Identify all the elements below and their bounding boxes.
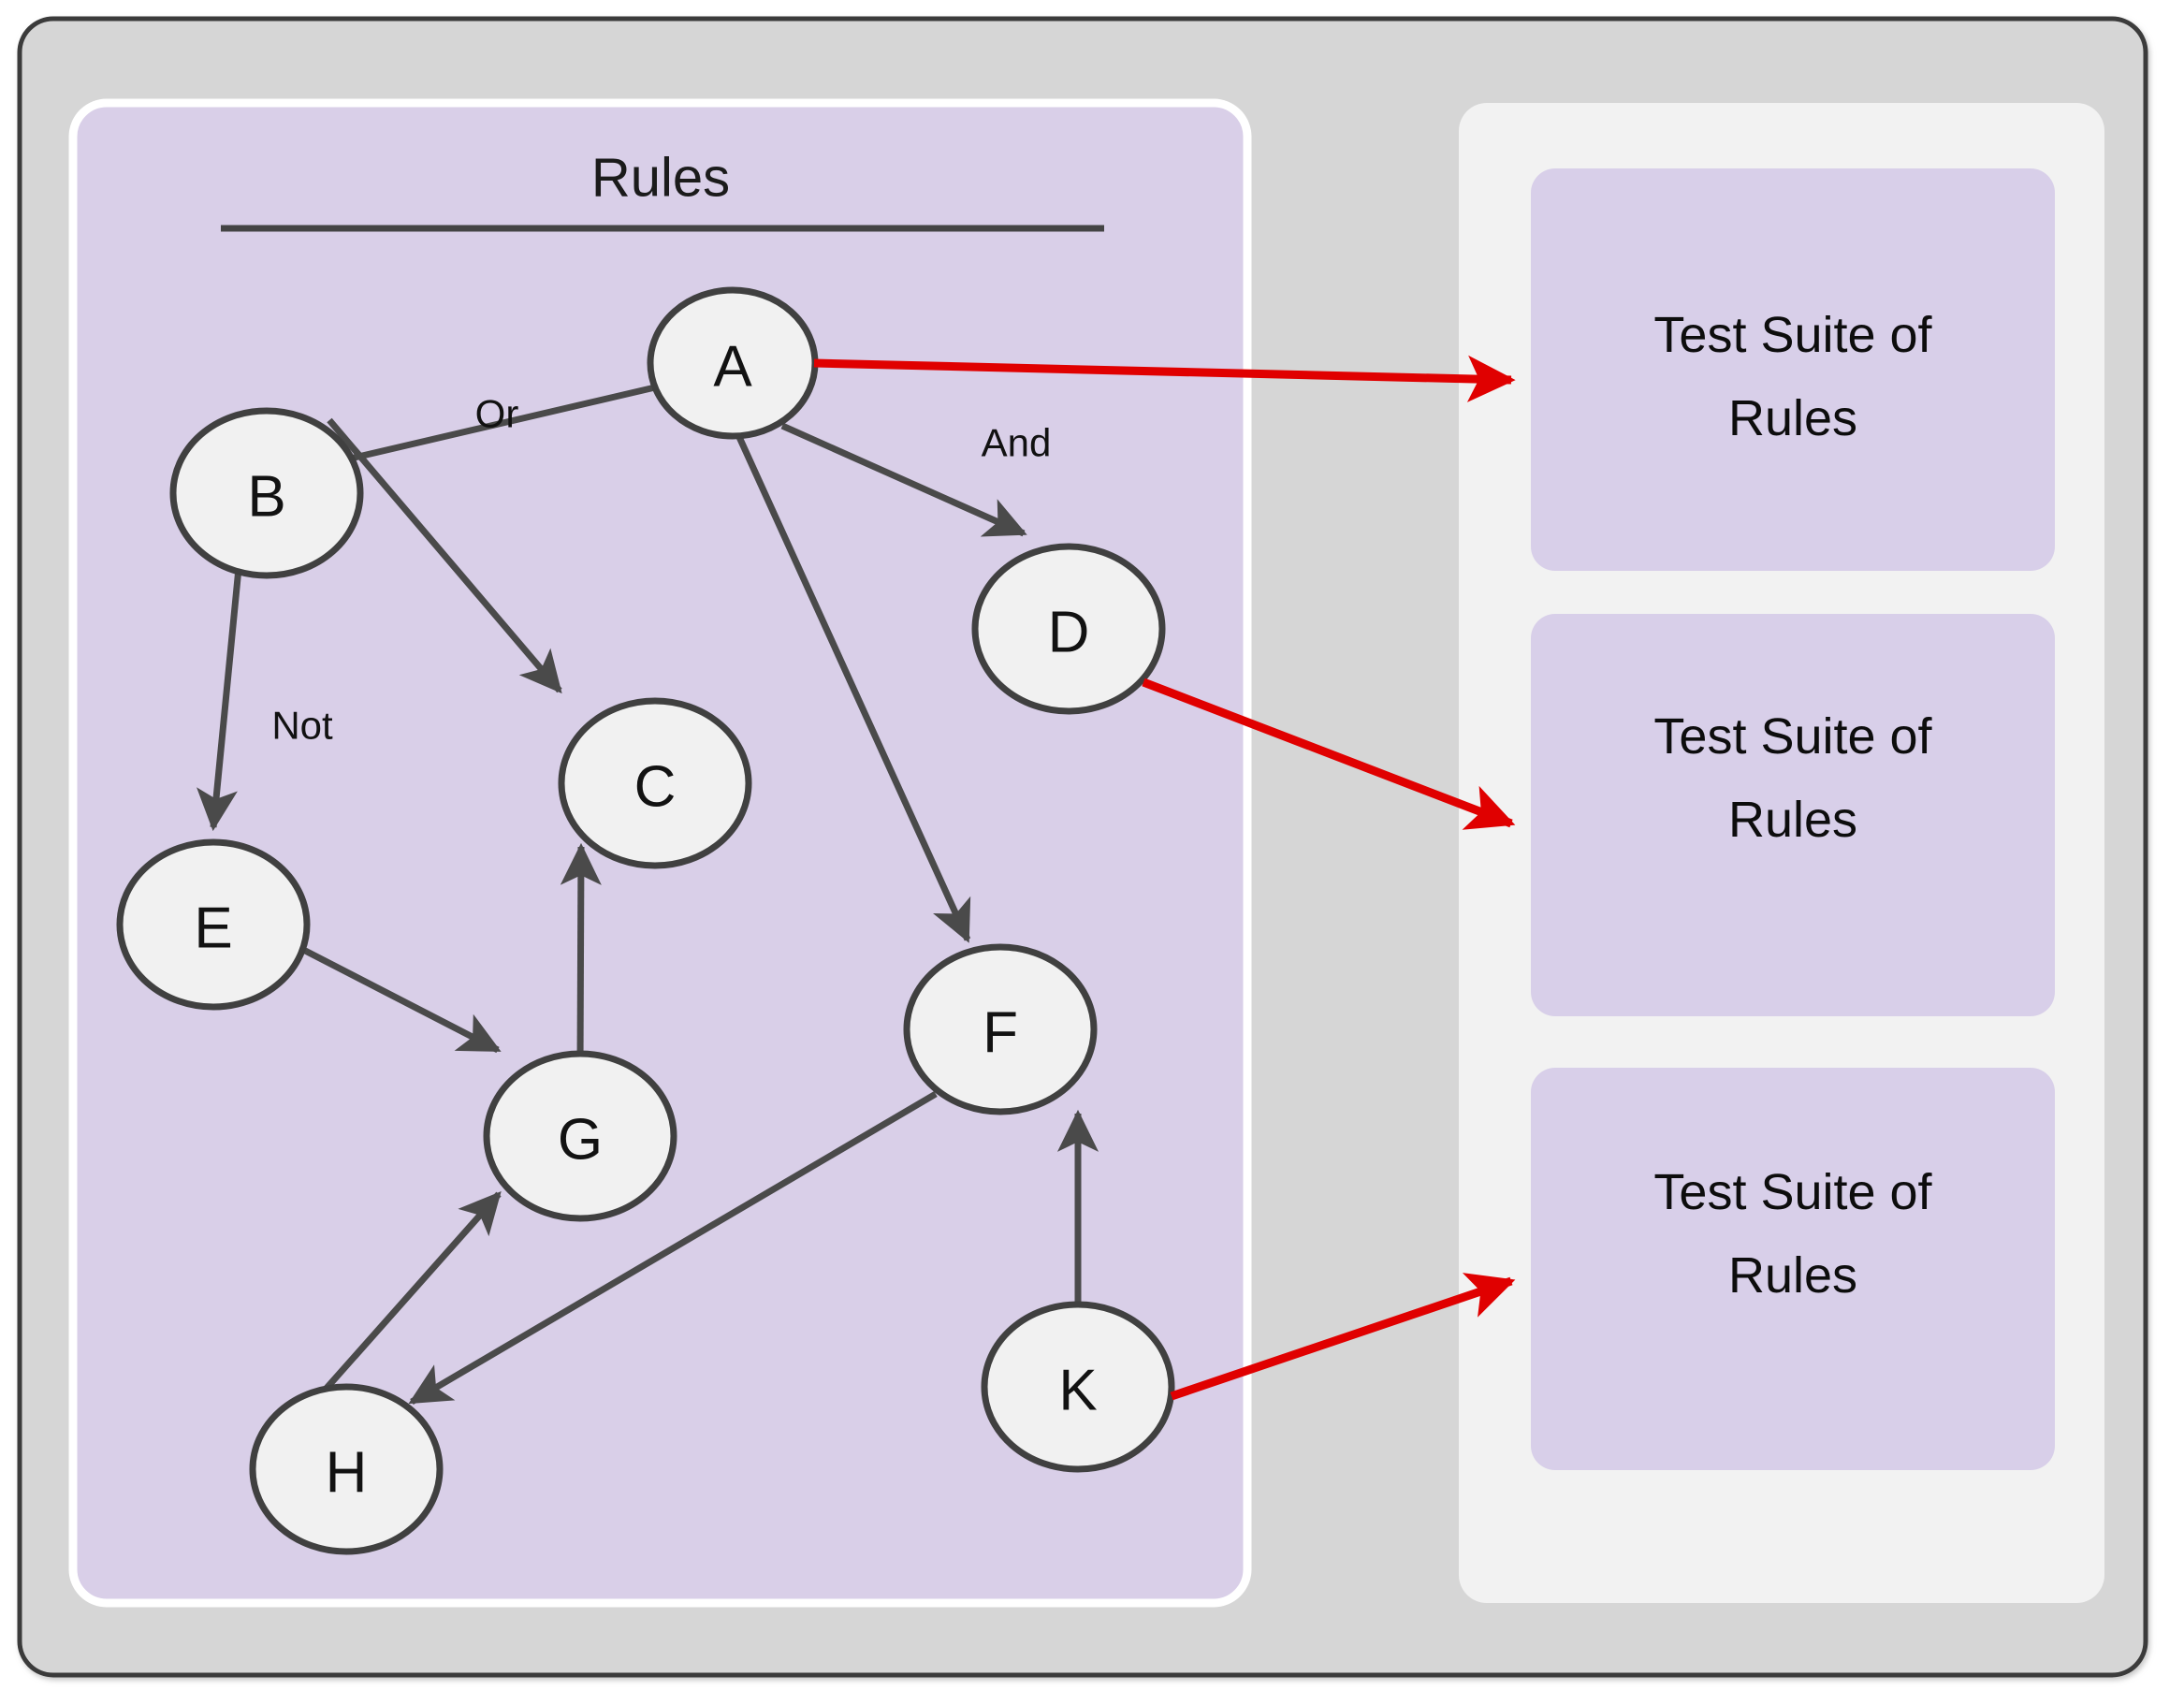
node-A-label: A (713, 335, 752, 400)
node-B-shape[interactable] (169, 407, 364, 579)
test-suite-card-1[interactable]: Test Suite of Rules (1531, 168, 2055, 571)
node-F[interactable]: F (903, 943, 1098, 1115)
edge-label-and: And (982, 421, 1052, 465)
node-B[interactable]: B (169, 407, 364, 579)
node-C[interactable]: C (558, 697, 752, 869)
test-suite-card-2-line1: Test Suite of (1653, 708, 1932, 765)
node-E-label: E (194, 896, 232, 961)
node-H-shape[interactable] (249, 1383, 444, 1555)
edge-F-to-H (408, 1090, 938, 1406)
test-suite-card-3-line1: Test Suite of (1653, 1164, 1932, 1220)
node-K-shape[interactable] (981, 1301, 1175, 1473)
test-suite-card-1-line1: Test Suite of (1653, 307, 1932, 363)
edge-A-to-F (735, 435, 971, 943)
red-arrow-D-to-card-2 (1142, 678, 1516, 830)
test-suite-card-3-line2: Rules (1728, 1247, 1857, 1304)
test-suite-card-3[interactable]: Test Suite of Rules (1531, 1068, 2055, 1470)
node-B-label: B (247, 465, 285, 530)
rules-edge-labels: Or And Not (271, 392, 1051, 748)
node-H[interactable]: H (249, 1383, 444, 1555)
test-suite-card-3-rect[interactable] (1531, 1068, 2055, 1470)
node-K[interactable]: K (981, 1301, 1175, 1473)
edge-E-to-G (280, 935, 502, 1054)
node-F-shape[interactable] (903, 943, 1098, 1115)
edge-A-to-D (780, 422, 1027, 537)
test-suite-card-1-line2: Rules (1728, 390, 1857, 446)
test-suite-card-2-rect[interactable] (1531, 614, 2055, 1016)
edge-label-or: Or (475, 392, 519, 436)
rules-nodes[interactable]: A B C D E (116, 286, 1175, 1555)
node-H-label: H (326, 1441, 368, 1506)
node-G-label: G (558, 1108, 603, 1173)
test-suite-panel[interactable]: Test Suite of Rules Test Suite of Rules … (1459, 103, 2104, 1603)
node-E-shape[interactable] (116, 838, 311, 1011)
edge-G-to-C (560, 842, 602, 1068)
node-F-label: F (983, 1001, 1018, 1066)
test-suite-card-1-rect[interactable] (1531, 168, 2055, 571)
red-arrow-K-to-card-3 (1170, 1273, 1516, 1401)
rules-panel-title: Rules (591, 148, 730, 209)
red-arrow-A-to-card-1 (813, 355, 1516, 402)
node-D[interactable]: D (971, 543, 1166, 715)
rules-panel[interactable]: Rules (68, 98, 1252, 1608)
edge-H-to-G (312, 1190, 502, 1405)
node-D-label: D (1048, 601, 1090, 665)
node-C-label: C (634, 755, 677, 820)
node-E[interactable]: E (116, 838, 311, 1011)
node-G-shape[interactable] (483, 1050, 677, 1222)
test-suite-card-2-line2: Rules (1728, 792, 1857, 848)
node-G[interactable]: G (483, 1050, 677, 1222)
test-suite-card-2[interactable]: Test Suite of Rules (1531, 614, 2055, 1016)
node-C-shape[interactable] (558, 697, 752, 869)
node-K-label: K (1058, 1359, 1097, 1423)
node-D-shape[interactable] (971, 543, 1166, 715)
red-connectors (813, 355, 1516, 1401)
edge-label-not: Not (271, 704, 333, 748)
node-A[interactable]: A (647, 286, 819, 440)
edge-B-to-C (327, 417, 562, 694)
